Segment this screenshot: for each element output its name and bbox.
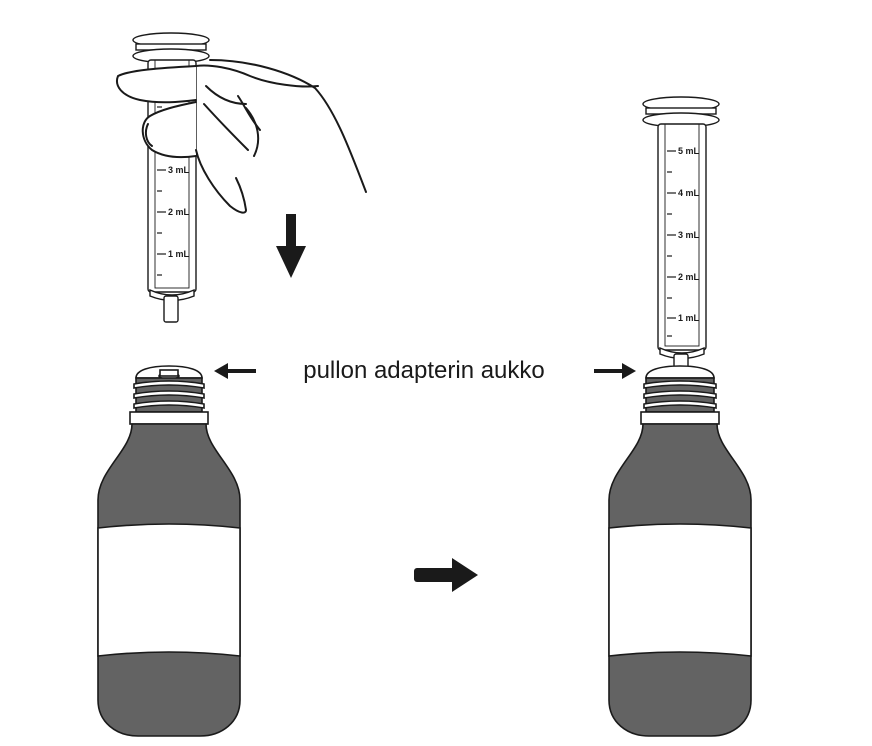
arrow-right-small-icon: [594, 363, 636, 379]
syringe-left-label-3ml: 3 mL: [168, 165, 190, 175]
arrow-left-icon: [214, 363, 256, 379]
syringe-left-label-2ml: 2 mL: [168, 207, 190, 217]
hand-icon: [116, 59, 367, 214]
syringe-right-label-3ml: 3 mL: [678, 230, 700, 240]
syringe-right-label-4ml: 4 mL: [678, 188, 700, 198]
arrow-right-icon: [414, 558, 478, 592]
syringe-right-label-2ml: 2 mL: [678, 272, 700, 282]
bottle-adapter-opening-label: pullon adapterin aukko: [303, 357, 545, 384]
bottle-left: [97, 365, 241, 737]
syringe-right-scale: 5 mL 4 mL 3 mL 2 mL 1 mL: [667, 146, 700, 337]
syringe-right-label-5ml: 5 mL: [678, 146, 700, 156]
syringe-left-label-1ml: 1 mL: [168, 249, 190, 259]
syringe-right-label-1ml: 1 mL: [678, 313, 700, 323]
syringe-right: [642, 96, 720, 373]
bottle-right: [608, 365, 752, 737]
arrow-down-icon: [276, 214, 306, 278]
